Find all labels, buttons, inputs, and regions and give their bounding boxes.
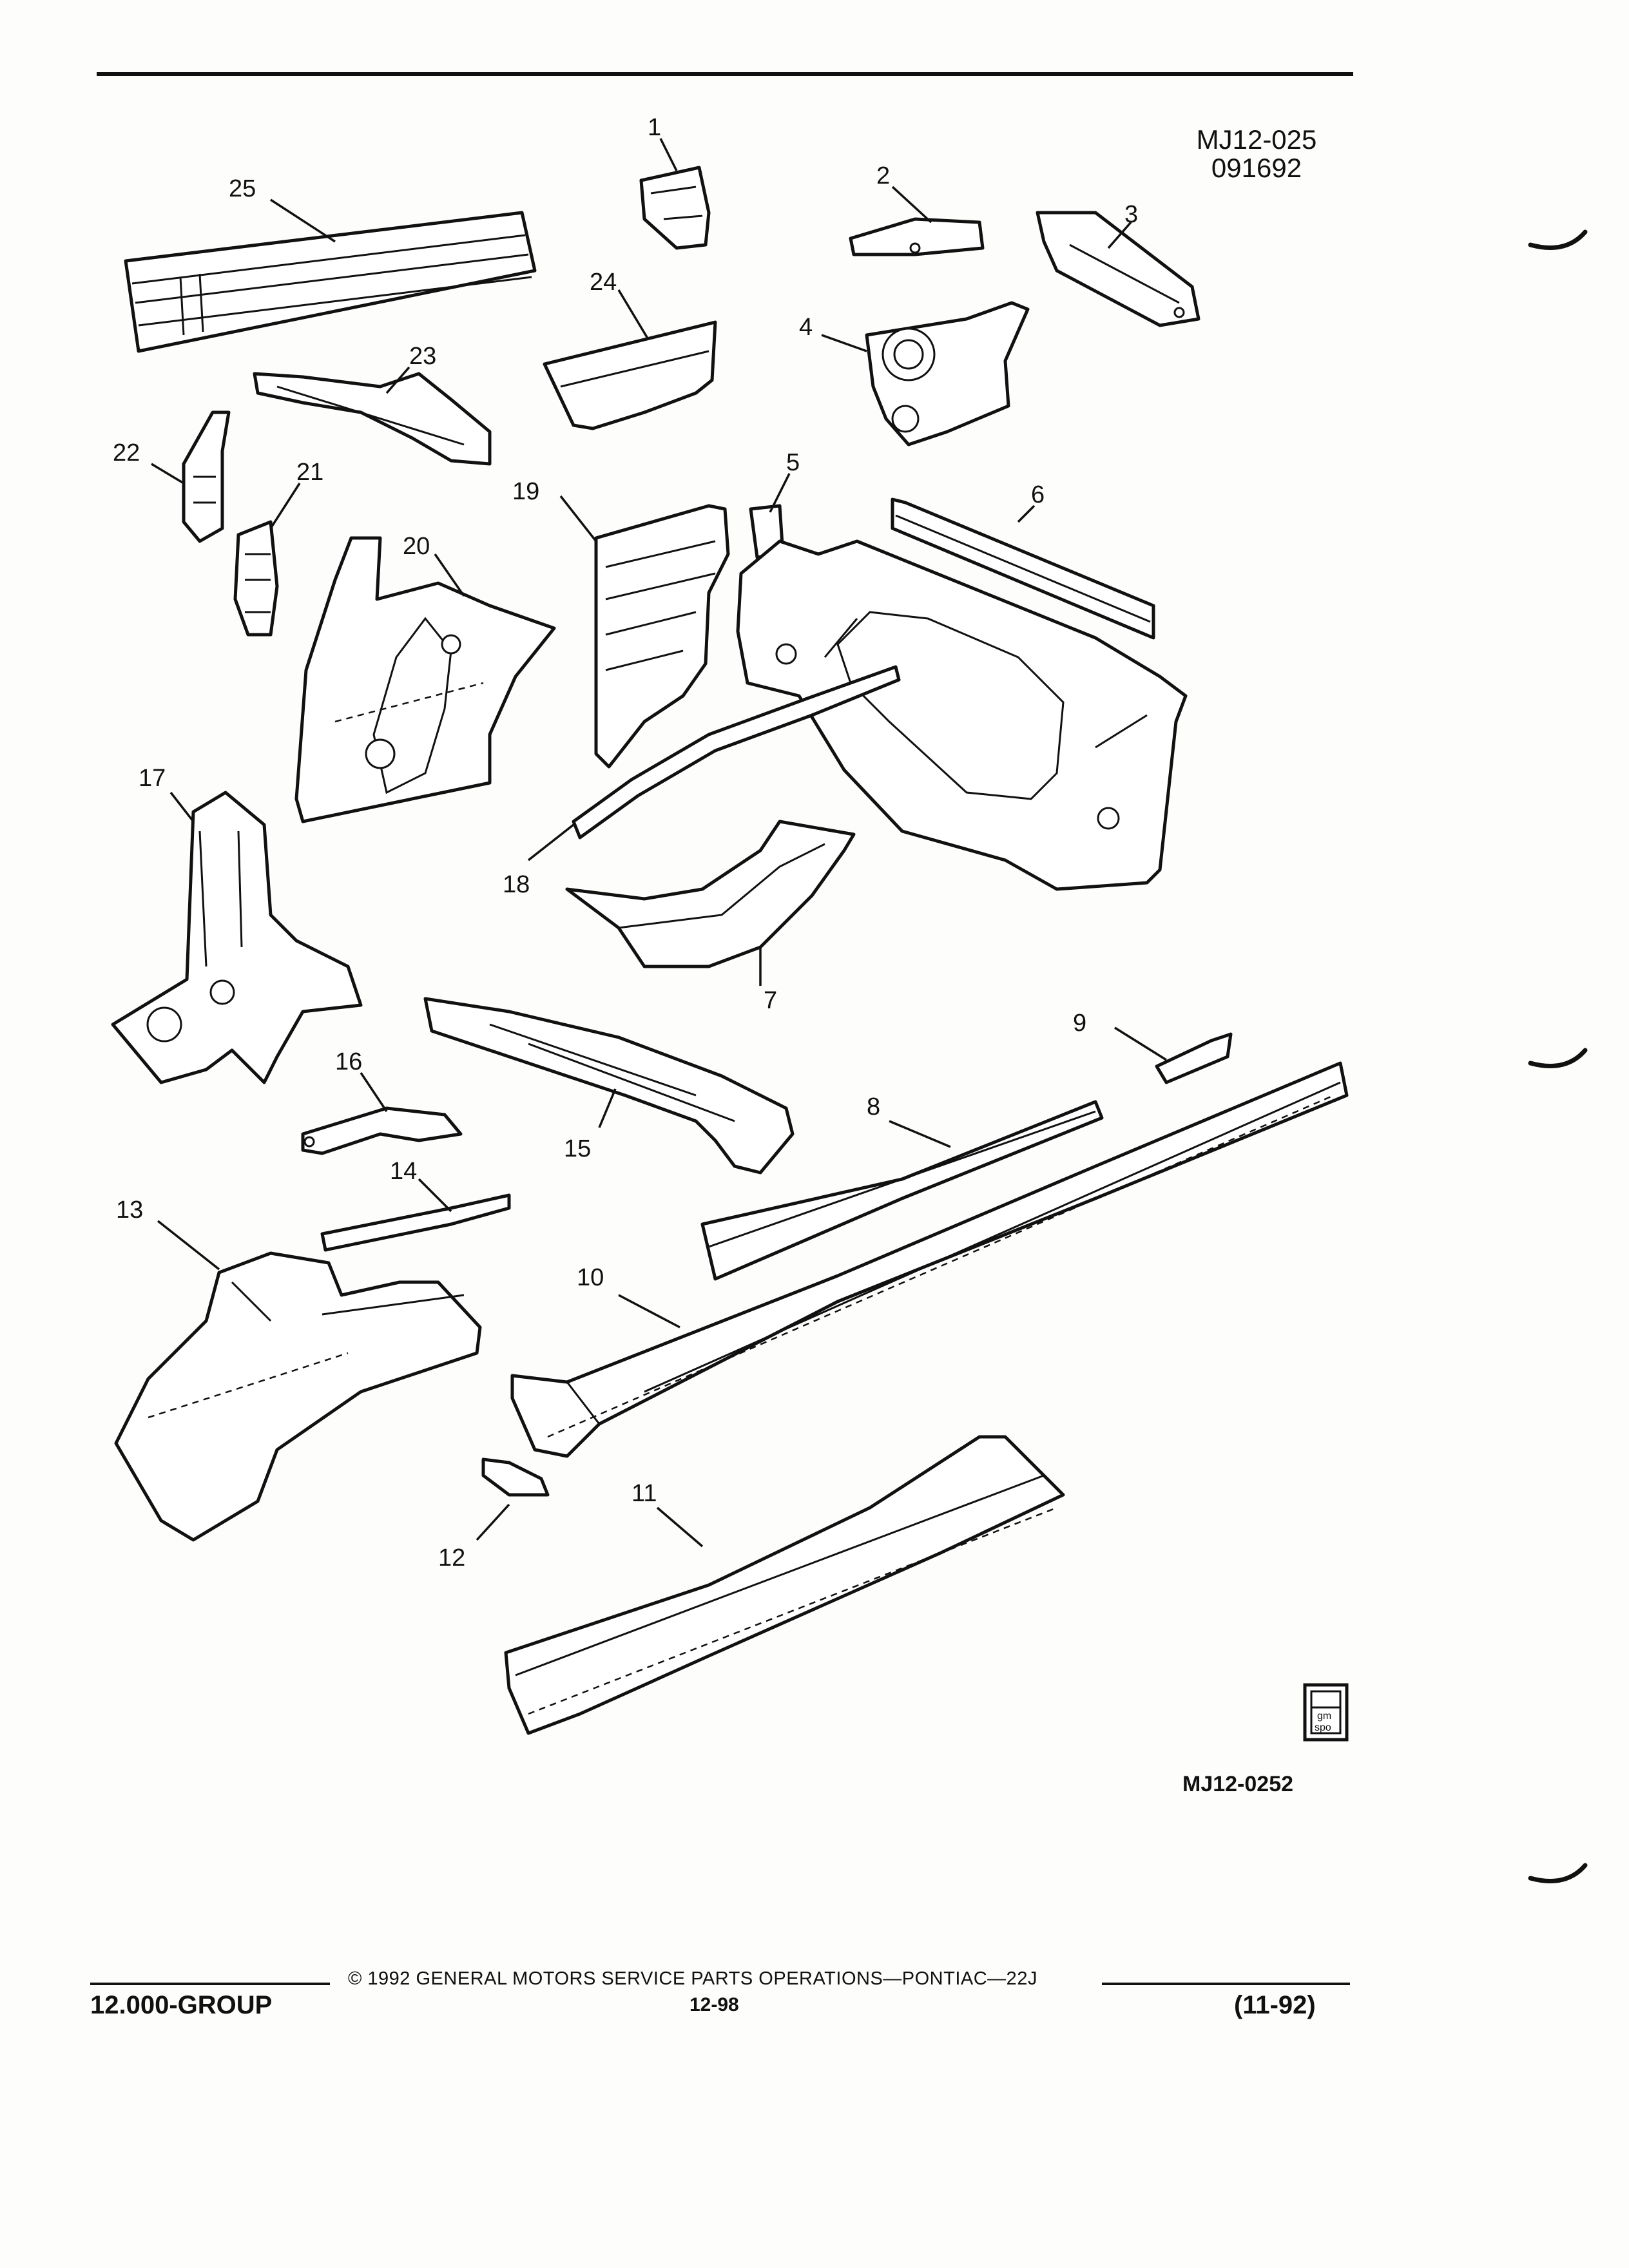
footer-rule-left bbox=[90, 1983, 330, 1985]
binder-edge-marks bbox=[1528, 229, 1588, 1883]
part-2-gusset bbox=[849, 217, 985, 256]
callout-15: 15 bbox=[564, 1135, 591, 1162]
part-1-bracket bbox=[639, 166, 711, 250]
gm-spo-logo: gm spo bbox=[1303, 1683, 1349, 1742]
callout-2: 2 bbox=[876, 162, 890, 189]
callout-23: 23 bbox=[409, 343, 436, 370]
callout-14: 14 bbox=[390, 1158, 417, 1185]
copyright-line: © 1992 GENERAL MOTORS SERVICE PARTS OPER… bbox=[348, 1968, 1037, 1989]
page-number: 12-98 bbox=[689, 1994, 739, 2015]
callout-6: 6 bbox=[1031, 481, 1045, 508]
logo-text-spo: spo bbox=[1315, 1722, 1331, 1733]
callout-10: 10 bbox=[577, 1264, 604, 1291]
part-11-floor-rail bbox=[504, 1435, 1065, 1735]
callout-1: 1 bbox=[648, 114, 661, 141]
figure-ref: MJ12-025 091692 bbox=[1173, 126, 1340, 182]
callout-25: 25 bbox=[229, 175, 256, 202]
part-14-bar bbox=[320, 1193, 511, 1252]
callout-18: 18 bbox=[503, 871, 530, 898]
part-5-quarter-inner-panel bbox=[736, 539, 1188, 891]
callout-12: 12 bbox=[438, 1544, 465, 1571]
callout-17: 17 bbox=[139, 765, 166, 792]
figure-ref-code: MJ12-025 bbox=[1196, 124, 1317, 155]
part-19-pillar-panel bbox=[594, 504, 730, 769]
callout-24: 24 bbox=[590, 269, 617, 296]
leader-lines bbox=[151, 138, 1167, 1548]
callout-4: 4 bbox=[799, 314, 813, 341]
footer-rule-right bbox=[1102, 1983, 1350, 1985]
part-9-bracket bbox=[1155, 1032, 1233, 1084]
callout-8: 8 bbox=[867, 1093, 880, 1120]
callout-7: 7 bbox=[764, 987, 777, 1014]
callout-5: 5 bbox=[786, 449, 800, 476]
revision-date: (11-92) bbox=[1234, 1991, 1316, 2019]
figure-date-code: 091692 bbox=[1211, 153, 1302, 183]
callout-11: 11 bbox=[631, 1480, 657, 1507]
part-25-roof-rail bbox=[124, 211, 537, 353]
part-24-panel bbox=[543, 320, 717, 430]
callout-22: 22 bbox=[113, 439, 140, 466]
callout-16: 16 bbox=[335, 1048, 362, 1075]
callout-numbers: 1 2 3 4 5 6 7 8 9 10 11 12 13 14 15 16 1… bbox=[113, 114, 1138, 1571]
part-8-rocker bbox=[700, 1100, 1104, 1281]
top-rule bbox=[97, 72, 1353, 76]
part-21-bracket bbox=[233, 520, 279, 637]
part-15-rail bbox=[423, 997, 795, 1175]
part-20-inner-panel bbox=[294, 536, 556, 823]
callout-19: 19 bbox=[512, 478, 539, 505]
part-7-wheelhouse bbox=[565, 820, 856, 968]
illustration-code: MJ12-0252 bbox=[1182, 1772, 1294, 1796]
callout-20: 20 bbox=[403, 533, 430, 560]
part-4-reinforcement bbox=[865, 301, 1030, 447]
part-23-bracket bbox=[253, 372, 492, 466]
part-10-sill bbox=[510, 1061, 1349, 1458]
callout-21: 21 bbox=[296, 459, 323, 486]
part-18-rail bbox=[572, 665, 901, 840]
group-label: 12.000-GROUP bbox=[90, 1991, 273, 2019]
part-13-rear-rail bbox=[114, 1251, 482, 1542]
part-17-pillar bbox=[111, 791, 363, 1084]
callout-9: 9 bbox=[1073, 1010, 1086, 1037]
callout-13: 13 bbox=[116, 1196, 143, 1224]
callout-3: 3 bbox=[1124, 201, 1138, 228]
part-16-bracket bbox=[301, 1106, 463, 1155]
part-22-bracket bbox=[182, 410, 231, 543]
part-3-bracket bbox=[1036, 211, 1200, 327]
part-12-bracket bbox=[481, 1457, 550, 1497]
part-6-rail bbox=[891, 497, 1155, 640]
logo-text-gm: gm bbox=[1317, 1711, 1331, 1722]
